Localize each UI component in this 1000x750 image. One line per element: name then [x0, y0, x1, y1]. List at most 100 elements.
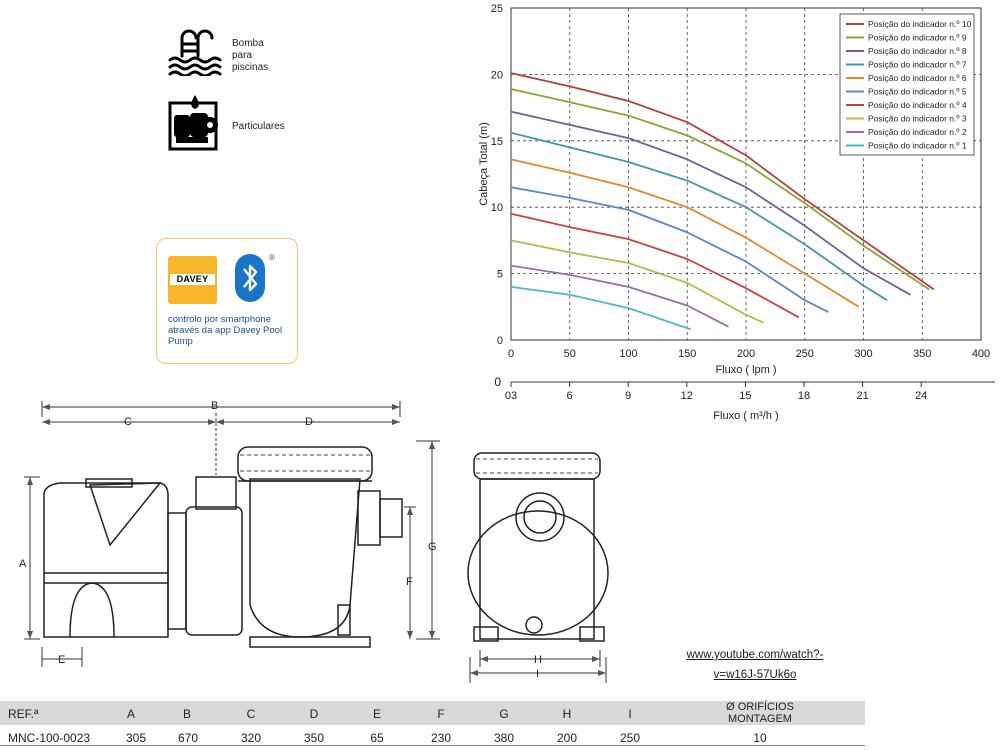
specs-header-holes: Ø ORIFÍCIOS MONTAGEM [700, 701, 820, 725]
y-tick-label: 10 [491, 202, 503, 214]
specs-header-g: G [499, 707, 509, 721]
specs-header-f: F [437, 707, 445, 721]
specs-cell-g: 380 [493, 731, 515, 745]
x-tick-label: 100 [619, 348, 637, 360]
specs-bottom-rule [0, 745, 865, 746]
legend-entry: Posição do indicador n.º 4 [868, 100, 967, 110]
y-tick-label: 5 [497, 269, 503, 281]
feature-private-house: Particulares [168, 95, 308, 151]
dim-label-f: F [406, 576, 413, 588]
y-tick-label: 20 [491, 69, 503, 81]
dim-label-b: B [211, 400, 218, 412]
bluetooth-icon [235, 254, 265, 302]
secondary-tick-label: 21 [856, 390, 868, 402]
secondary-tick-label: 18 [798, 390, 810, 402]
specs-cell-h: 200 [556, 731, 578, 745]
legend-entry: Posição do indicador n.º 7 [868, 60, 967, 70]
specs-cell-holes: 10 [753, 731, 767, 745]
legend-entry: Posição do indicador n.º 1 [868, 141, 967, 151]
registered-mark: ® [269, 253, 275, 262]
x-tick-label: 50 [564, 348, 576, 360]
feature-line: piscinas [232, 62, 269, 73]
legend-entry: Posição do indicador n.º 6 [868, 73, 967, 83]
legend-entry: Posição do indicador n.º 3 [868, 114, 967, 124]
dim-label-c: C [124, 416, 132, 428]
app-card: DAVEY ® controlo por smartphone através … [156, 238, 298, 364]
pool-pump-icon [168, 29, 222, 76]
secondary-tick-label: 03 [505, 390, 517, 402]
specs-cell-d: 350 [303, 731, 325, 745]
y-axis-label: Cabeça Total (m) [478, 122, 490, 206]
dim-label-e: E [58, 654, 65, 666]
legend-entry: Posição do indicador n.º 9 [868, 33, 967, 43]
series-line [510, 158, 860, 308]
specs-header-a: A [126, 707, 135, 721]
feature-line: Bomba [232, 38, 264, 49]
specs-header-h: H [562, 707, 572, 721]
y-tick-label: 15 [491, 136, 503, 148]
legend-entry: Posição do indicador n.º 5 [868, 87, 967, 97]
specs-header-e: E [372, 707, 381, 721]
youtube-link-line1: www.youtube.com/watch?- [686, 649, 824, 661]
dim-label-d: D [305, 416, 313, 428]
series-line [510, 131, 888, 301]
specs-cell-f: 230 [430, 731, 452, 745]
x-tick-label: 200 [737, 348, 755, 360]
x-tick-label: 400 [972, 348, 990, 360]
dim-label-h: H [534, 654, 542, 666]
y-tick-label: 25 [491, 3, 503, 15]
private-house-icon [168, 95, 218, 151]
specs-header-holes-line1: Ø ORIFÍCIOS [726, 701, 794, 713]
specs-header-row [0, 701, 865, 725]
series-line [510, 286, 692, 331]
feature-pool-pump-label: Bomba para piscinas [232, 38, 292, 74]
feature-private-house-label: Particulares [232, 121, 285, 132]
series-line [510, 72, 935, 291]
x-tick-label: 250 [796, 348, 814, 360]
youtube-link-line2: v=w16J-57Uk6o [713, 669, 797, 681]
series-line [510, 264, 729, 328]
series-line [510, 239, 764, 324]
specs-cell-ref: MNC-100-0023 [8, 731, 91, 745]
dim-label-i: I [536, 668, 539, 680]
davey-brand-text: DAVEY [170, 274, 215, 285]
x-tick-label: 300 [854, 348, 872, 360]
legend-entry: Posição do indicador n.º 8 [868, 46, 967, 56]
specs-cell-b: 670 [177, 731, 199, 745]
feature-pool-pump: Bomba para piscinas [168, 26, 288, 76]
specs-header-b: B [182, 707, 191, 721]
specs-header-ref: REF.ª [8, 707, 39, 721]
specs-header-d: D [309, 707, 319, 721]
series-line [510, 212, 800, 319]
secondary-axis-zero-label: 0 [494, 375, 501, 389]
pump-technical-drawing: B C D A E G F H I [19, 400, 609, 683]
legend-entry: Posição do indicador n.º 2 [868, 127, 967, 137]
specs-cell-e: 65 [370, 731, 384, 745]
secondary-tick-label: 15 [739, 390, 751, 402]
app-description: controlo por smartphone através da app D… [168, 314, 283, 347]
secondary-tick-label: 6 [567, 390, 573, 402]
dim-label-a: A [19, 558, 27, 570]
specs-header-holes-line2: MONTAGEM [728, 713, 792, 725]
x-tick-label: 150 [678, 348, 696, 360]
x-axis-label: Fluxo ( lpm ) [715, 364, 776, 376]
specs-cell-a: 305 [125, 731, 147, 745]
secondary-axis-label: Fluxo ( m³/h ) [713, 410, 778, 422]
youtube-link[interactable]: www.youtube.com/watch?- v=w16J-57Uk6o [640, 645, 870, 685]
feature-line: para [232, 50, 253, 61]
secondary-tick-label: 24 [915, 390, 927, 402]
y-tick-label: 0 [497, 335, 503, 347]
x-tick-label: 0 [508, 348, 514, 360]
series-line [510, 186, 829, 313]
davey-logo: DAVEY [168, 256, 217, 304]
specs-cell-i: 250 [619, 731, 641, 745]
x-tick-label: 350 [913, 348, 931, 360]
dim-label-g: G [428, 541, 437, 553]
legend-entry: Posição do indicador n.º 10 [868, 19, 972, 29]
specs-header-c: C [246, 707, 256, 721]
series-line [510, 110, 911, 296]
specs-header-i: I [628, 707, 632, 721]
secondary-tick-label: 12 [681, 390, 693, 402]
series-line [510, 88, 930, 291]
